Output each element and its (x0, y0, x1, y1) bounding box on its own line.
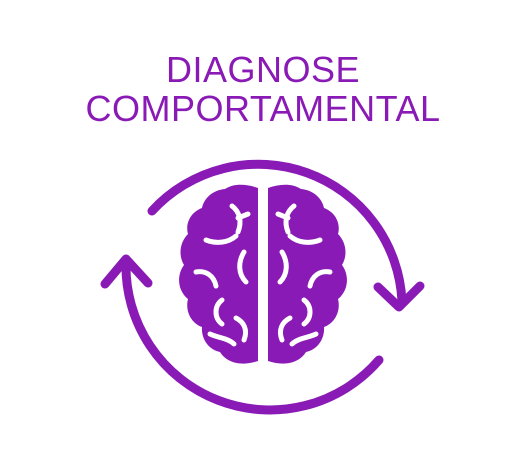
brain-sulci (193, 203, 333, 347)
title-line-diagnose: DIAGNOSE (165, 49, 361, 90)
brain-icon (179, 184, 347, 364)
arrow-arc-bottom (121, 257, 384, 415)
circular-arrows-icon (100, 159, 425, 415)
arrowhead-right (373, 281, 425, 312)
arrowhead-left (100, 254, 153, 289)
arrow-arc-top (147, 159, 407, 306)
title-line-comportamental: COMPORTAMENTAL (85, 88, 441, 129)
